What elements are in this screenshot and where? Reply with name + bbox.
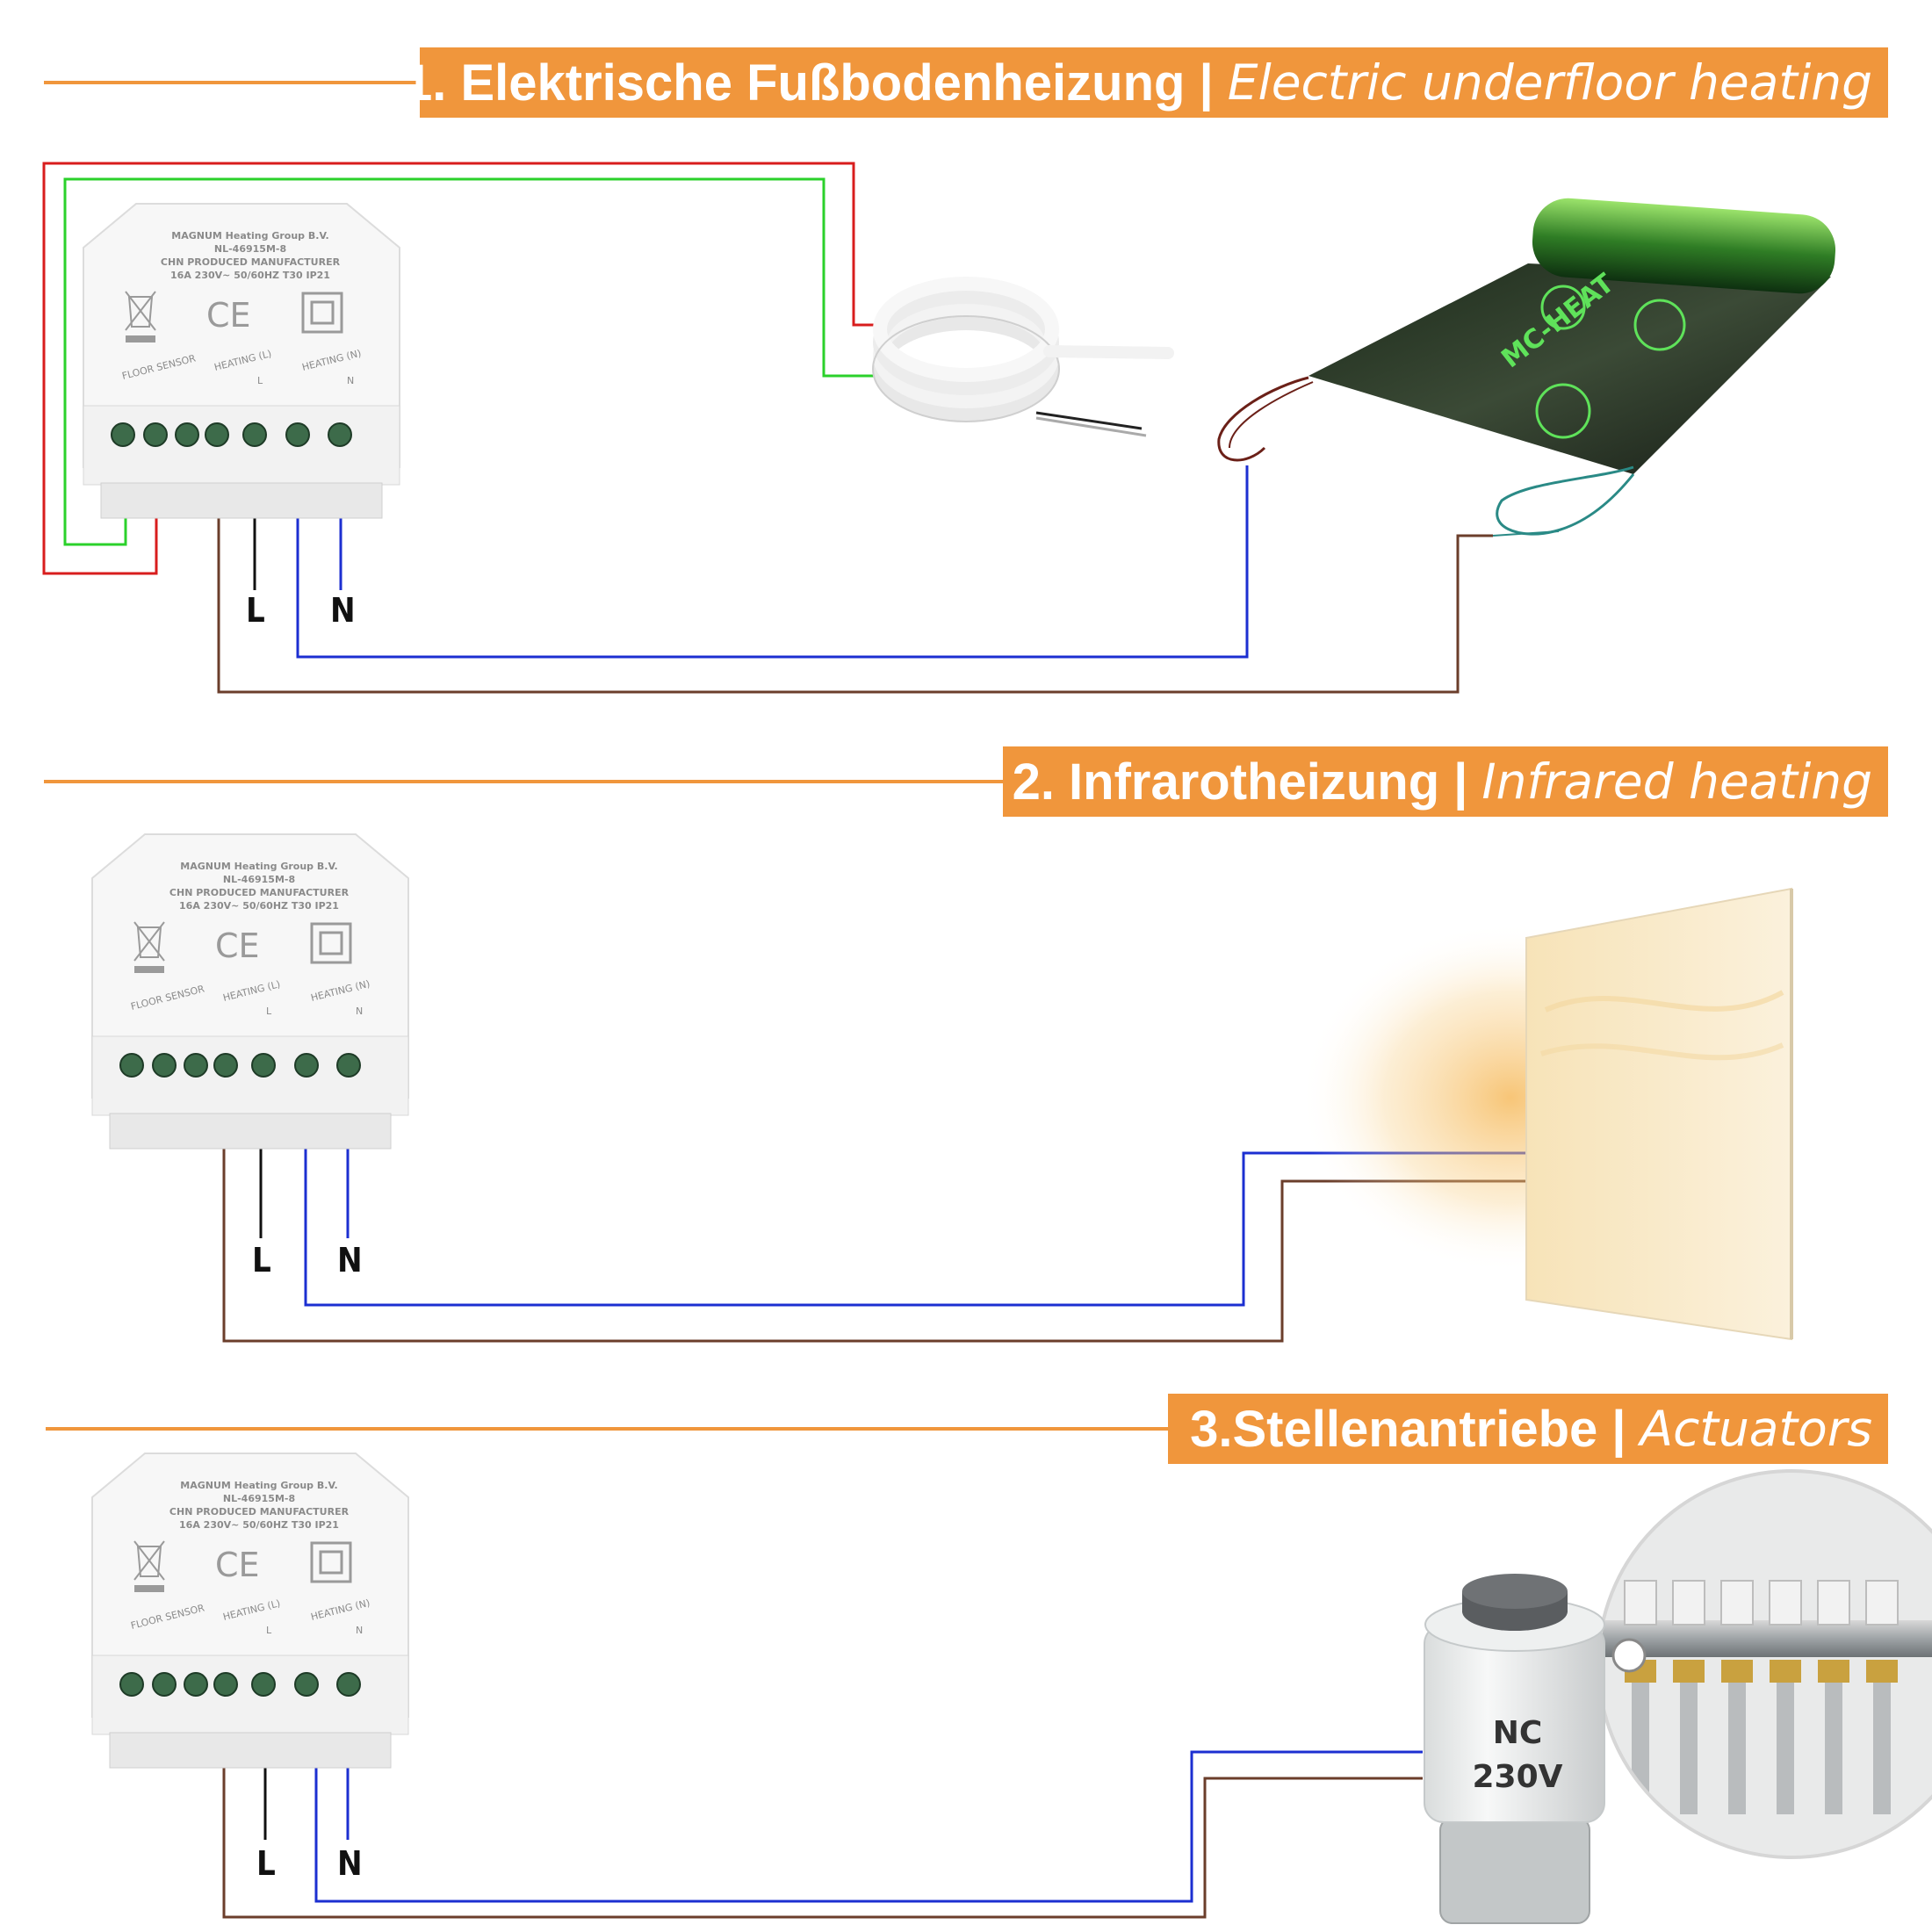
heating-n-sub-label: N <box>347 375 354 386</box>
device-line-1: MAGNUM Heating Group B.V. <box>180 1480 337 1491</box>
section-3-title-de: 3.Stellenantriebe <box>1190 1400 1598 1458</box>
infrared-panel-icon <box>1300 887 1793 1341</box>
actuator-live-wire <box>222 1730 1423 1919</box>
section-1-title-en: Electric underfloor heating <box>1227 54 1872 111</box>
actuator-neutral-wire <box>314 1730 1423 1903</box>
heating-n-sub-label: N <box>356 1006 363 1017</box>
terminal-screws <box>119 1672 361 1697</box>
weee-bin-icon <box>125 291 156 342</box>
double-insulation-icon <box>301 292 343 334</box>
heating-film-icon: MC-HEAT <box>1217 198 1836 537</box>
heating-l-sub-label: L <box>266 1625 272 1636</box>
wire-label-neutral: N <box>330 591 356 630</box>
section-1-title-de: 1. Elektrische Fußbodenheizung <box>403 54 1186 112</box>
section-2-title-en: Infrared heating <box>1481 753 1872 810</box>
weee-bin-icon <box>133 1540 165 1592</box>
actuator-label-nc: NC <box>1493 1715 1543 1751</box>
double-insulation-icon <box>310 1541 352 1583</box>
weee-bin-icon <box>133 921 165 973</box>
device-line-4: 16A 230V~ 50/60HZ T30 IP21 <box>179 900 339 912</box>
device-line-3: CHN PRODUCED MANUFACTURER <box>169 887 350 898</box>
heating-live-wire <box>217 479 1493 694</box>
device-line-4: 16A 230V~ 50/60HZ T30 IP21 <box>170 270 330 281</box>
sensor-wire-red <box>42 162 883 575</box>
device-line-2: NL-46915M-8 <box>223 874 295 885</box>
sensor-wire-green <box>63 177 878 546</box>
device-line-3: CHN PRODUCED MANUFACTURER <box>169 1506 350 1517</box>
device-line-2: NL-46915M-8 <box>223 1493 295 1504</box>
device-line-1: MAGNUM Heating Group B.V. <box>171 230 328 242</box>
actuator-label-voltage: 230V <box>1472 1759 1562 1795</box>
section-1-separator: | <box>1199 54 1214 112</box>
wire-label-live: L <box>252 1241 271 1280</box>
wire-label-neutral: N <box>337 1241 363 1280</box>
wire-label-neutral: N <box>337 1844 363 1883</box>
section-2-title-de: 2. Infrarotheizung <box>1012 753 1440 811</box>
floor-sensor-icon <box>872 277 1174 437</box>
section-3-separator: | <box>1611 1400 1626 1458</box>
wire-label-live: L <box>256 1844 276 1883</box>
section-2-separator: | <box>1453 753 1468 811</box>
section-1-banner: 1. Elektrische Fußbodenheizung | Electri… <box>404 47 1888 118</box>
heating-n-sub-label: N <box>356 1625 363 1636</box>
section-3-diagram: MAGNUM Heating Group B.V. NL-46915M-8 CH… <box>91 1453 1932 1924</box>
ce-mark-icon: CE <box>206 296 251 335</box>
device-line-4: 16A 230V~ 50/60HZ T30 IP21 <box>179 1519 339 1531</box>
device-line-3: CHN PRODUCED MANUFACTURER <box>161 256 341 268</box>
section-2-diagram: MAGNUM Heating Group B.V. NL-46915M-8 CH… <box>91 833 1793 1343</box>
thermostat-module: MAGNUM Heating Group B.V. NL-46915M-8 CH… <box>91 833 409 1150</box>
section-3-rule <box>46 1427 1170 1431</box>
wire-label-live: L <box>246 591 265 630</box>
section-2-rule <box>44 780 1005 783</box>
thermostat-module: MAGNUM Heating Group B.V. NL-46915M-8 CH… <box>91 1453 409 1769</box>
heating-neutral-wire <box>296 465 1249 659</box>
device-line-1: MAGNUM Heating Group B.V. <box>180 861 337 872</box>
section-2-banner: 2. Infrarotheizung | Infrared heating <box>1003 746 1888 817</box>
manifold-icon <box>1598 1471 1932 1857</box>
ce-mark-icon: CE <box>215 926 260 965</box>
heating-l-sub-label: L <box>266 1006 272 1017</box>
section-3-title-en: Actuators <box>1640 1401 1872 1457</box>
double-insulation-icon <box>310 922 352 964</box>
ce-mark-icon: CE <box>215 1546 260 1584</box>
section-3-banner: 3.Stellenantriebe | Actuators <box>1168 1394 1888 1464</box>
terminal-screws <box>111 422 352 447</box>
device-line-2: NL-46915M-8 <box>214 243 286 255</box>
heating-l-sub-label: L <box>257 375 263 386</box>
section-1-rule <box>44 81 422 84</box>
actuator-icon: NC 230V <box>1424 1574 1605 1924</box>
section-1-diagram: MAGNUM Heating Group B.V. NL-46915M-8 CH… <box>42 162 1836 694</box>
thermostat-module: MAGNUM Heating Group B.V. NL-46915M-8 CH… <box>83 203 400 519</box>
terminal-screws <box>119 1053 361 1078</box>
